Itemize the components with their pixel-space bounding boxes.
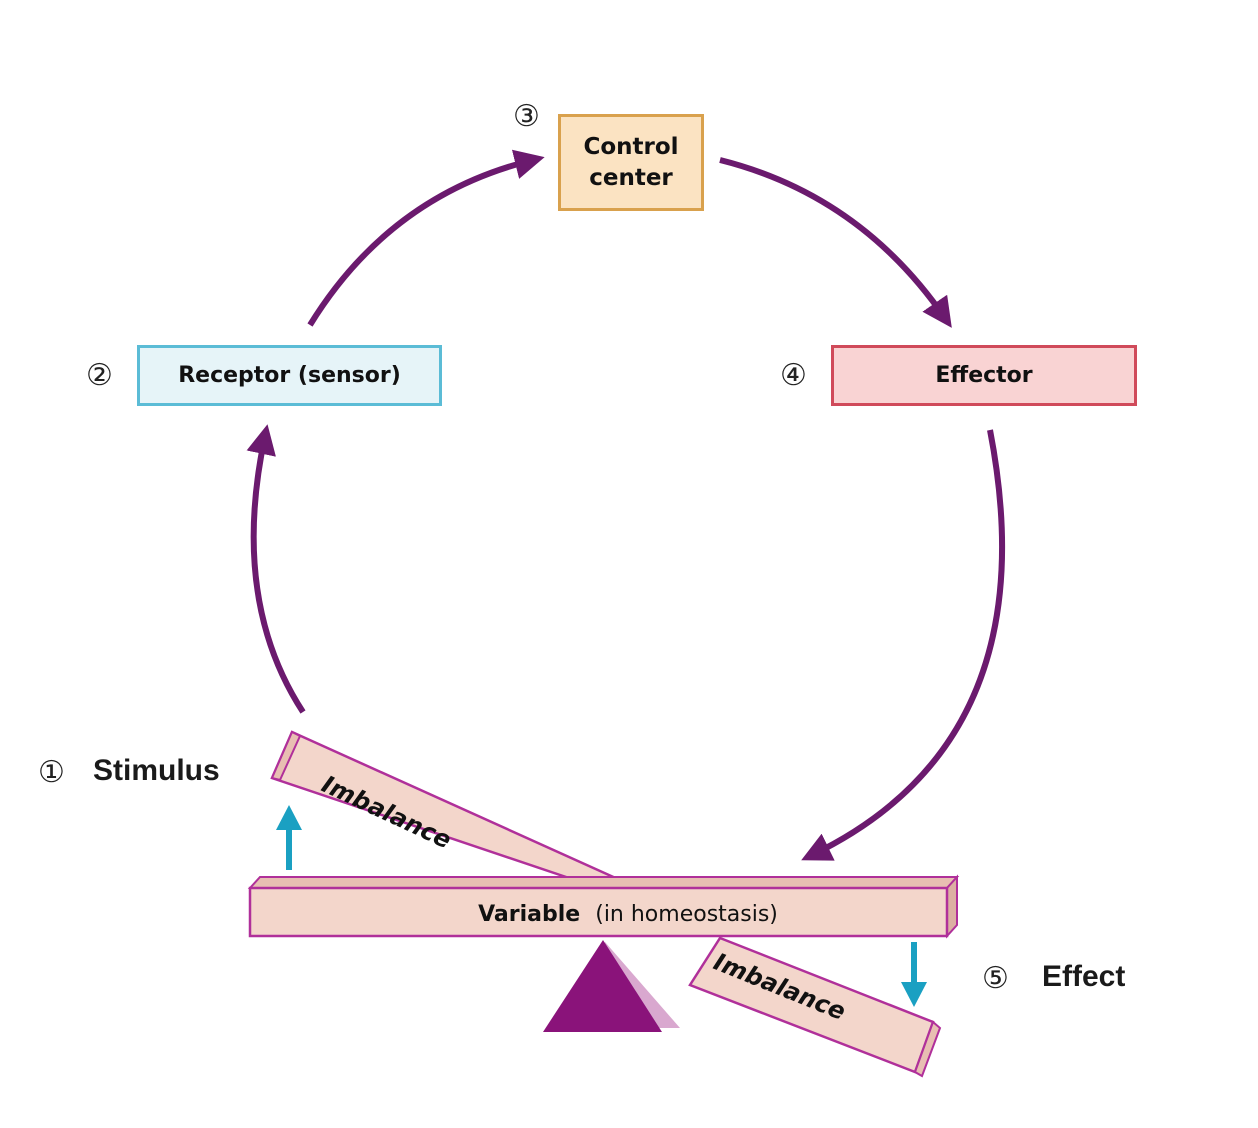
variable-label-rest: (in homeostasis) xyxy=(595,902,778,927)
step-5-number: ⑤ xyxy=(982,961,1009,996)
control-center-box: Control center xyxy=(558,114,704,211)
effector-box: Effector xyxy=(831,345,1137,406)
receptor-label: Receptor (sensor) xyxy=(178,363,401,388)
arrow-receptor-to-control xyxy=(307,149,545,327)
receptor-box: Receptor (sensor) xyxy=(137,345,442,406)
step-1-number: ① xyxy=(38,755,65,790)
step-2-number: ② xyxy=(86,358,113,393)
stimulus-label: Stimulus xyxy=(93,754,220,787)
variable-label-bold: Variable xyxy=(478,902,580,927)
effector-label: Effector xyxy=(935,363,1033,388)
control-center-line1: Control xyxy=(583,133,679,160)
variable-label: Variable (in homeostasis) xyxy=(478,902,778,927)
effect-label: Effect xyxy=(1042,960,1126,993)
imbalance-beam-lower xyxy=(688,936,942,1078)
control-center-line2: center xyxy=(589,164,673,191)
step-4-number: ④ xyxy=(780,358,807,393)
arrow-effector-to-variable xyxy=(801,429,1006,861)
effect-down-arrow xyxy=(901,942,927,1007)
stimulus-up-arrow xyxy=(276,805,302,870)
variable-beam xyxy=(247,874,960,939)
arrow-control-to-effector xyxy=(719,157,952,328)
arrow-stimulus-to-receptor xyxy=(246,424,306,714)
imbalance-beam-upper xyxy=(270,730,621,882)
step-3-number: ③ xyxy=(513,99,540,134)
fulcrum-triangle xyxy=(543,940,680,1032)
